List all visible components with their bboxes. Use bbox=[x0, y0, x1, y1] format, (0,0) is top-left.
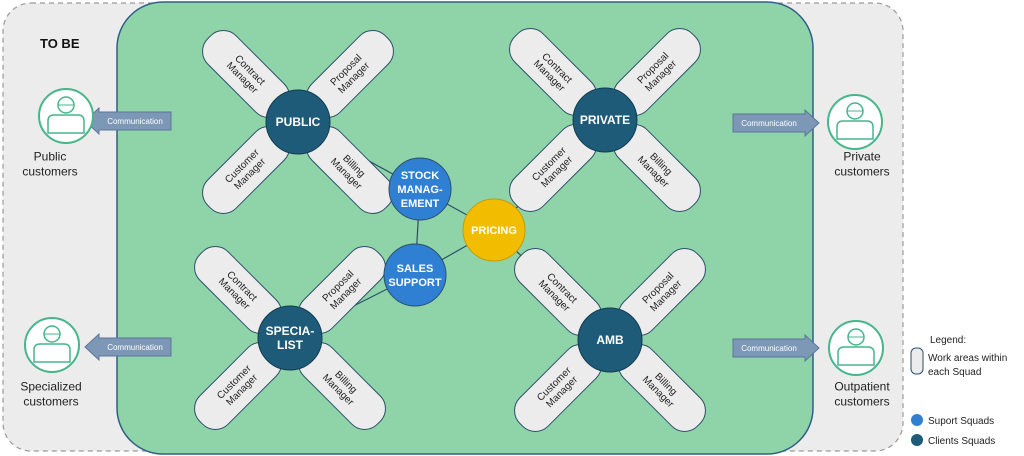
communication-arrow-outpatient-label: Communication bbox=[741, 344, 797, 353]
user-icon bbox=[827, 94, 883, 150]
client-squad-public: PUBLIC bbox=[265, 89, 331, 155]
legend-support-label: Suport Squads bbox=[928, 416, 994, 427]
support-squad-pricing-label: PRICING bbox=[471, 225, 517, 237]
legend-work-area-swatch bbox=[910, 347, 924, 375]
communication-arrow-specialized: Communication bbox=[84, 332, 172, 362]
client-squad-specialist-label: SPECIA-LIST bbox=[266, 324, 315, 352]
support-squad-pricing: PRICING bbox=[462, 198, 526, 262]
client-squads: PUBLIC PRIVATE SPECIA-LIST AMB bbox=[257, 87, 643, 373]
user-icon bbox=[24, 317, 80, 373]
communication-arrow-specialized-label: Communication bbox=[107, 343, 163, 352]
user-icon bbox=[38, 88, 94, 144]
legend-clients-swatch bbox=[911, 434, 923, 446]
client-squad-private: PRIVATE bbox=[572, 87, 638, 153]
petal-private-1: ProposalManager bbox=[613, 28, 701, 116]
communication-arrow-private: Communication bbox=[732, 108, 820, 138]
user-icon bbox=[828, 320, 884, 376]
communication-arrow-public-label: Communication bbox=[107, 117, 163, 126]
client-squad-public-label: PUBLIC bbox=[276, 115, 321, 129]
legend-title: Legend: bbox=[930, 335, 966, 346]
communication-arrow-outpatient: Communication bbox=[732, 333, 820, 363]
communication-arrow-private-label: Communication bbox=[741, 119, 797, 128]
petal-private-0: ContractManager bbox=[509, 28, 597, 116]
client-squad-amb-label: AMB bbox=[596, 333, 624, 347]
petal-public-3: BillingManager bbox=[306, 126, 394, 214]
client-squad-amb: AMB bbox=[577, 307, 643, 373]
page-title: TO BE bbox=[40, 36, 80, 51]
legend-support-swatch bbox=[911, 414, 923, 426]
communication-arrow-public: Communication bbox=[84, 106, 172, 136]
legend-clients-label: Clients Squads bbox=[928, 436, 995, 447]
petal-specialist-3: BillingManager bbox=[298, 342, 386, 430]
client-squad-private-label: PRIVATE bbox=[580, 113, 630, 127]
client-squad-specialist: SPECIA-LIST bbox=[257, 305, 323, 371]
